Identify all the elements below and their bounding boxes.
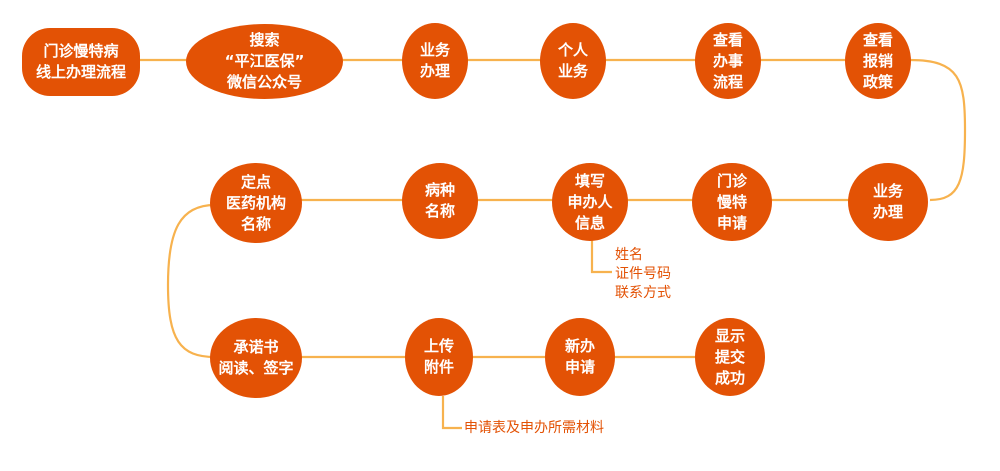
node-success: 显示 提交 成功 xyxy=(695,318,765,396)
note-upload-materials: 申请表及申办所需材料 xyxy=(464,420,604,436)
connector xyxy=(909,58,967,202)
node-business: 业务 办理 xyxy=(402,23,468,99)
node-disease: 病种 名称 xyxy=(402,163,478,239)
node-start: 门诊慢特病 线上办理流程 xyxy=(22,28,140,96)
node-hospital: 定点 医药机构 名称 xyxy=(210,163,302,243)
node-view-process: 查看 办事 流程 xyxy=(695,23,761,99)
note-info-fields: 姓名 证件号码 联系方式 xyxy=(615,247,671,301)
node-promise: 承诺书 阅读、签字 xyxy=(210,318,302,398)
connector xyxy=(166,203,216,359)
node-fill-info: 填写 申办人 信息 xyxy=(552,163,628,241)
connector xyxy=(441,396,462,430)
node-apply: 门诊 慢特 申请 xyxy=(692,163,772,241)
node-search: 搜索 “平江医保” 微信公众号 xyxy=(186,24,343,99)
node-personal: 个人 业务 xyxy=(540,23,606,99)
node-new-apply: 新办 申请 xyxy=(545,318,615,396)
node-business-2: 业务 办理 xyxy=(848,163,928,241)
connector xyxy=(590,240,612,274)
node-upload: 上传 附件 xyxy=(405,318,473,396)
node-view-policy: 查看 报销 政策 xyxy=(845,23,911,99)
